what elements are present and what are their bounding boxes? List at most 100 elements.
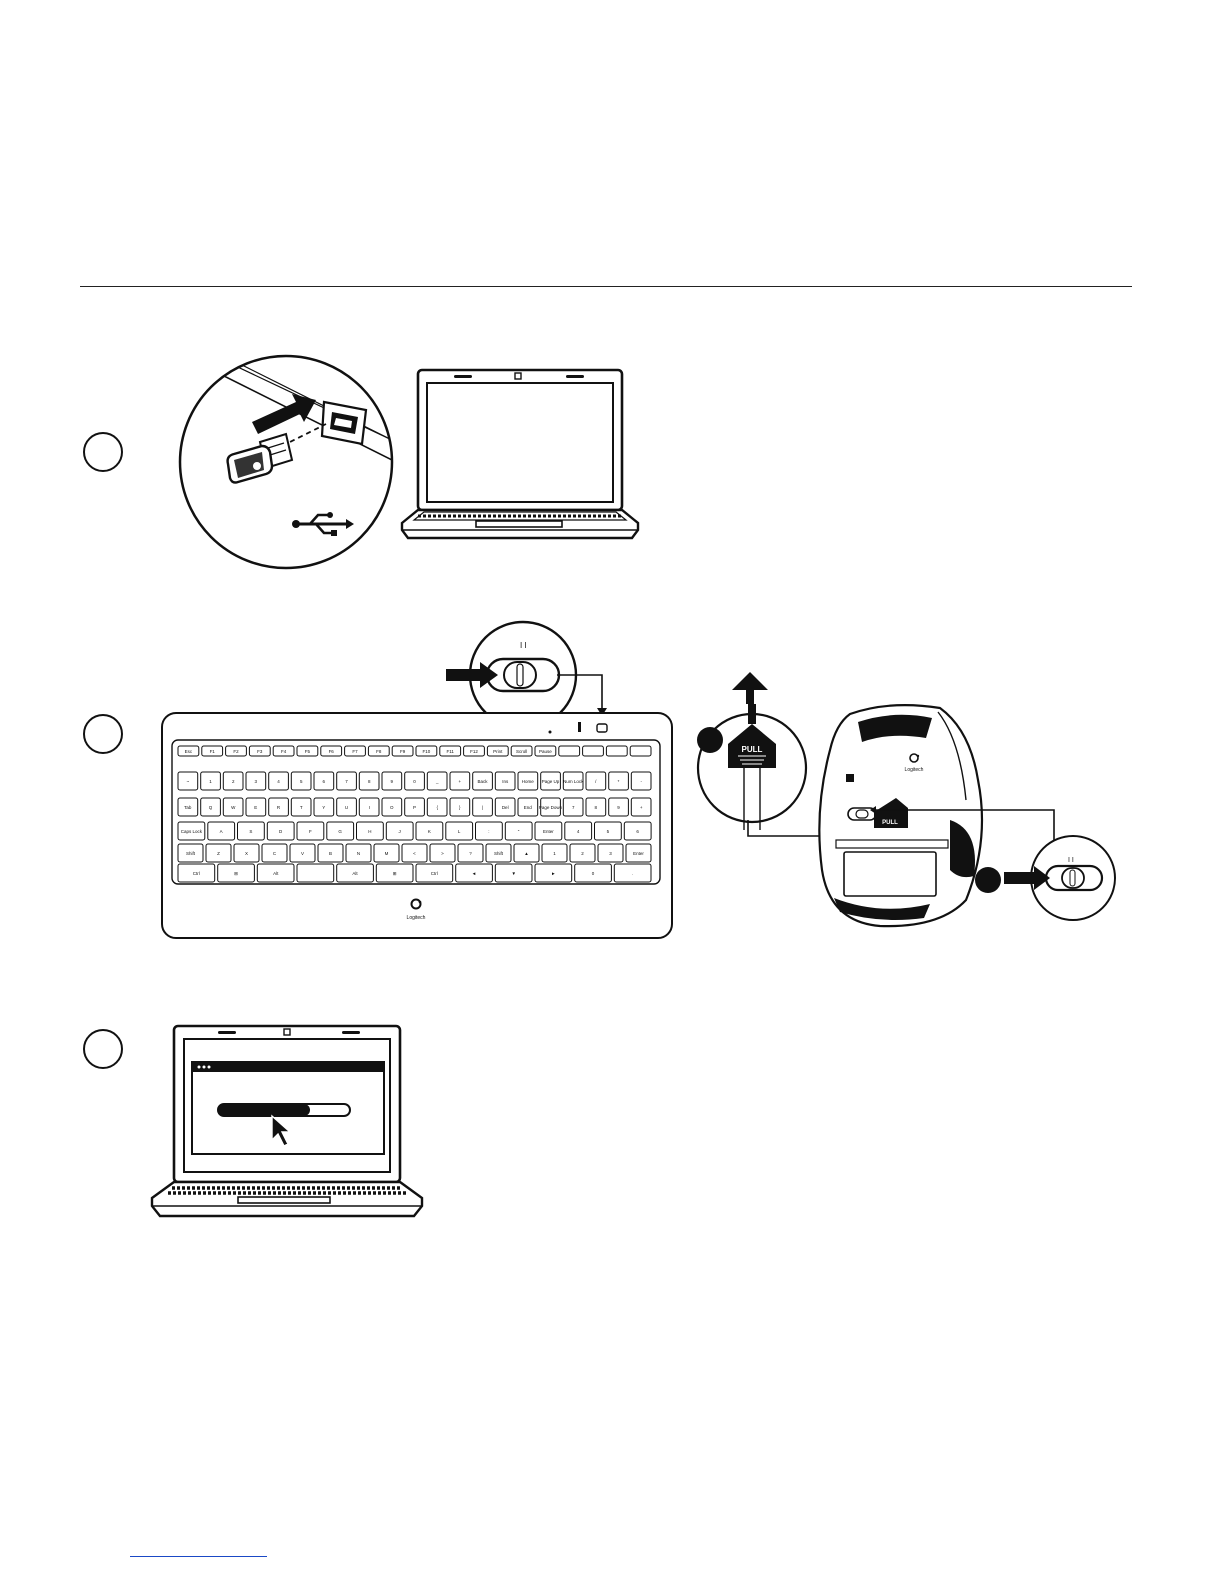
keyboard-key [177, 843, 204, 863]
keyboard-key [373, 843, 400, 863]
keyboard-key-label: F8 [376, 749, 382, 754]
mouse-pull-tab-zoom: PULL [696, 672, 874, 837]
keyboard-key [313, 771, 335, 791]
keyboard-key-label: Esc [185, 749, 193, 754]
keyboard-key [558, 745, 581, 757]
keyboard-key-label: Page Down [539, 805, 563, 810]
keyboard-key-label: O [390, 805, 394, 810]
keyboard-key-label: 7 [345, 779, 348, 784]
keyboard-key-label: Y [322, 805, 325, 810]
keyboard-key-label: Del [502, 805, 509, 810]
keyboard-key-label: P [413, 805, 416, 810]
keyboard-key-label: F11 [446, 749, 454, 754]
keyboard-key-label: Ctrl [193, 871, 200, 876]
keyboard-key [534, 821, 563, 841]
keyboard-key [177, 821, 206, 841]
keyboard-key [569, 843, 596, 863]
keyboard-key [200, 771, 221, 791]
keyboard-key [296, 821, 325, 841]
keyboard-key [356, 821, 384, 841]
keyboard-key-label: J [398, 829, 400, 834]
keyboard-key [233, 843, 260, 863]
keyboard-key [613, 863, 652, 883]
keyboard-key-label: F1 [210, 749, 216, 754]
keyboard-key-label: 6 [323, 779, 326, 784]
keyboard-key [336, 771, 357, 791]
keyboard-key [225, 745, 247, 757]
keyboard-key [426, 797, 448, 817]
keyboard-key [177, 863, 216, 883]
keyboard-key-label: F [309, 829, 312, 834]
keyboard-key-label: Alt [273, 871, 279, 876]
keyboard-key [177, 745, 200, 757]
keyboard-key [582, 745, 604, 757]
keyboard-key-label: + [640, 805, 643, 810]
keyboard-key [517, 771, 539, 791]
keyboard-key [207, 821, 236, 841]
laptop-step-1 [400, 368, 640, 540]
keyboard-key [217, 863, 255, 883]
keyboard-key-label: Q [209, 805, 213, 810]
keyboard-key-label: 0 [592, 871, 595, 876]
keyboard-key-label: Enter [543, 829, 554, 834]
usb-port [320, 400, 368, 446]
keyboard-key-label: 9 [617, 805, 620, 810]
keyboard-key [391, 745, 414, 757]
keyboard-key-label: Enter [633, 851, 644, 856]
mouse-brand-label: Logitech [905, 767, 924, 773]
svg-text:I I: I I [1068, 857, 1074, 864]
keyboard-key [313, 797, 335, 817]
keyboard-key-label: | [482, 805, 483, 810]
keyboard-key [245, 797, 267, 817]
keyboard-key-label: Pause [539, 749, 552, 754]
keyboard-key-label: H [368, 829, 371, 834]
keyboard-key [605, 745, 628, 757]
keyboard-key [261, 843, 288, 863]
keyboard-key-label: 4 [577, 829, 580, 834]
keyboard-key-label: Ctrl [431, 871, 438, 876]
keyboard-key-label: ◄ [472, 871, 476, 876]
keyboard-key [504, 821, 533, 841]
keyboard-key-label: C [273, 851, 277, 856]
keyboard-key-label: F4 [281, 749, 287, 754]
keyboard-key-label: ? [469, 851, 472, 856]
keyboard-key [463, 745, 485, 757]
keyboard-key-label: Caps Lock [181, 829, 203, 834]
keyboard-key [585, 771, 607, 791]
keyboard-key [237, 821, 265, 841]
progress-bar [217, 1103, 351, 1117]
keyboard-key-label: T [300, 805, 303, 810]
keyboard-key [629, 745, 652, 757]
keyboard-key-label: 3 [255, 779, 258, 784]
keyboard-key-label: V [301, 851, 304, 856]
keyboard-key-label: R [277, 805, 281, 810]
keyboard-key [381, 771, 403, 791]
keyboard-key-label: + [458, 779, 461, 784]
keyboard-key-label: 3 [609, 851, 612, 856]
keyboard-key-label: F12 [470, 749, 478, 754]
keyboard-key-label: 1 [209, 779, 212, 784]
keyboard-key-label: M [385, 851, 389, 856]
footer-link[interactable] [130, 1556, 267, 1557]
keyboard-key [401, 843, 428, 863]
keyboard-key-label: N [357, 851, 360, 856]
keyboard-key-label: F2 [233, 749, 239, 754]
keyboard-key-label: L [458, 829, 461, 834]
keyboard-key [177, 771, 199, 791]
keyboard-key [623, 821, 652, 841]
keyboard-key [445, 821, 474, 841]
keyboard-key [268, 797, 289, 817]
keyboard-key [336, 797, 357, 817]
keyboard-key [200, 797, 221, 817]
keyboard-key [475, 821, 503, 841]
keyboard-key-label: F6 [329, 749, 335, 754]
keyboard-key-label: : [488, 829, 489, 834]
keyboard-key [326, 821, 355, 841]
keyboard-key [439, 745, 462, 757]
keyboard-key-label: . [632, 871, 633, 876]
keyboard-key-label: 6 [636, 829, 639, 834]
keyboard-key-label: W [231, 805, 236, 810]
keyboard-key-label: Num Lock [563, 779, 584, 784]
keyboard-key-label: F10 [423, 749, 431, 754]
keyboard-key-label: F9 [400, 749, 406, 754]
